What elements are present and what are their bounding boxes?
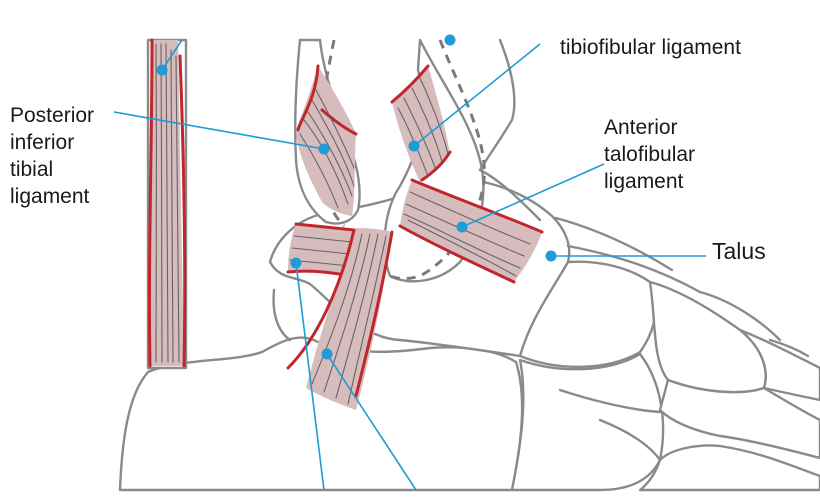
bone-contour [566,244,702,294]
pointer-dot-top-left [156,64,168,76]
label-line: ligament [604,170,684,193]
bone-contour [698,290,782,342]
metatarsal-bone-1 [738,328,820,402]
label-line: tibial [10,158,54,181]
pointer-dot-anterior-talofibular [456,221,468,233]
ligament-edge [420,150,452,182]
anterior-tibiofibular-ligament [392,66,450,182]
label-talus: Talus [712,238,766,265]
leader-line-anterior-talofibular [461,163,605,228]
bone-contour [478,168,542,222]
bone-contour [478,38,516,172]
ligament-edge [398,224,516,284]
pointer-dot-posterior-inferior-tibial [318,143,330,155]
bone-contour [558,388,662,414]
label-line: inferior [10,131,75,154]
bone-contour [598,418,662,462]
bone-contour [554,216,674,272]
label-anterior-talofibular-ligament: Anterior talofibular ligament [604,114,695,195]
label-posterior-inferior-tibial-ligament: Posterior inferior tibial ligament [10,102,94,210]
ligament-edge [320,108,358,136]
pointer-dot-tibiofibular [408,140,420,152]
label-line: Posterior [10,104,95,127]
leader-line-posterior-talofibular [295,262,325,491]
label-line: ligament [10,185,90,208]
ligament-edge [147,38,154,368]
leader-line-tibiofibular [413,43,541,147]
label-line: Anterior [604,116,678,139]
ligament-edge [410,178,544,234]
label-line: talofibular [604,143,696,166]
anterior-talofibular-ligament [400,180,542,282]
metatarsal-bone-3 [638,444,820,492]
label-line: Talus [712,238,766,264]
cuboid-bone [510,352,665,492]
ligament-edge [294,222,356,232]
leader-line-top-left [161,39,183,71]
bone-contour [768,338,810,358]
ligament-edge [286,228,356,370]
leader-line-calcaneofibular [326,353,417,491]
ligament-fibers [155,43,180,363]
pointer-dot-calcaneofibular [321,348,333,360]
ligament-fibers [299,89,355,209]
calcaneofibular-ligament [306,228,392,410]
label-line: tibiofibular ligament [560,36,741,59]
ligament-edge [296,64,320,132]
pointer-dot-posterior-talofibular [290,257,302,269]
ligament-fibers [397,77,449,177]
leader-line-posterior-inferior-tibial [113,111,325,150]
label-tibiofibular-ligament: tibiofibular ligament [560,34,741,61]
ligament-edge [390,64,430,104]
pointer-dot-talus [545,250,557,262]
ligament-edge [178,54,187,368]
bone-contour [272,288,292,342]
ligament-edge [354,230,394,398]
pointer-dot-top [444,34,456,46]
ligament-fibers [311,233,387,405]
